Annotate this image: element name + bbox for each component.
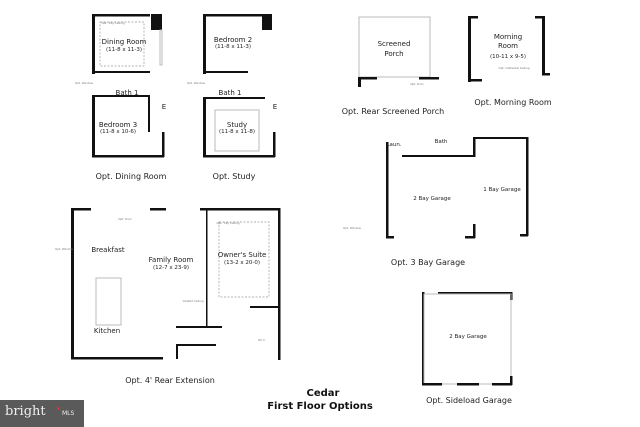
caption-opt-3-bay-garage: Opt. 3 Bay Garage: [391, 258, 465, 267]
watermark-suffix: MLS: [62, 410, 75, 417]
watermark-dot-icon: [57, 407, 60, 410]
watermark-logo: bright MLS: [0, 400, 84, 427]
morning-room-label-1: Morning: [494, 33, 522, 41]
caption-opt-rear-screened-porch: Opt. Rear Screened Porch: [342, 107, 445, 116]
window-label: Opt. Window: [75, 81, 94, 85]
morning-room-dim: (10-11 x 9-5): [490, 54, 526, 60]
two-bay-garage-label: 2 Bay Garage: [413, 196, 451, 202]
breakfast-label: Breakfast: [91, 246, 125, 254]
bedroom-3-label: Bedroom 3: [99, 121, 137, 129]
caption-opt-morning-room: Opt. Morning Room: [474, 98, 552, 107]
study-label: Study: [227, 121, 247, 129]
kitchen-label: Kitchen: [94, 327, 120, 335]
plan-opt-morning-room: Morning Room (10-11 x 9-5) Opt. Cathedra…: [468, 16, 552, 107]
elevation-marker: E: [273, 103, 277, 111]
family-room-dim: (12-7 x 23-9): [153, 265, 189, 271]
door-label: Opt. Door: [410, 82, 424, 86]
caption-opt-4-rear-extension: Opt. 4' Rear Extension: [125, 376, 215, 385]
bath-label: Bath 1: [116, 89, 139, 97]
window-label: Opt. Window: [55, 247, 74, 251]
vaulted-ceiling-label: Vaulted Ceiling: [183, 299, 204, 303]
caption-opt-dining-room: Opt. Dining Room: [96, 172, 167, 181]
study-dim: (11-8 x 11-8): [219, 129, 255, 135]
plan-opt-sideload-garage: 2 Bay Garage Opt. Sideload Garage: [422, 292, 513, 405]
window-label: Opt. Window: [187, 81, 206, 85]
plan-opt-study: Bedroom 2 (11-8 x 11-3) Bath 1 Study (11…: [187, 14, 277, 181]
wic-label: W.I.C.: [258, 338, 266, 342]
family-room-label: Family Room: [149, 256, 194, 264]
cathedral-ceiling-label: Opt. Cathedral Ceiling: [499, 66, 530, 70]
morning-room-label-2: Room: [498, 42, 518, 50]
tray-ceiling-label: Opt. Tray Ceiling: [216, 221, 239, 225]
plan-opt-dining-room: Opt. Tray Ceiling Dining Room (11-8 x 11…: [75, 14, 167, 181]
owners-suite-label: Owner's Suite: [218, 251, 267, 259]
plan-opt-3-bay-garage: Laun. Bath 2 Bay Garage 1 Bay Garage Opt…: [343, 137, 529, 267]
bedroom-2-dim: (11-8 x 11-3): [215, 44, 251, 50]
watermark-text: bright: [5, 404, 46, 419]
tray-ceiling-label: Opt. Tray Ceiling: [101, 21, 124, 25]
laundry-label: Laun.: [386, 142, 401, 148]
dining-room-dim: (11-8 x 11-3): [106, 47, 142, 53]
bath-label: Bath 1: [219, 89, 242, 97]
plan-opt-rear-screened-porch: Screened Porch Opt. Door Opt. Rear Scree…: [342, 16, 445, 116]
elevation-marker: E: [162, 103, 166, 111]
bedroom-3-dim: (11-8 x 10-6): [100, 129, 136, 135]
door-label: Opt. Door: [118, 217, 132, 221]
owners-suite-dim: (13-2 x 20-0): [224, 260, 260, 266]
title-line-2: First Floor Options: [267, 401, 373, 412]
bedroom-2-label: Bedroom 2: [214, 36, 252, 44]
porch-label-1: Screened: [378, 40, 411, 48]
caption-opt-sideload-garage: Opt. Sideload Garage: [426, 396, 512, 405]
title-line-1: Cedar: [307, 388, 340, 399]
bath-label: Bath: [435, 139, 448, 145]
caption-opt-study: Opt. Study: [213, 172, 256, 181]
dining-room-label: Dining Room: [102, 38, 147, 46]
window-label: Opt. Window: [343, 226, 362, 230]
plan-opt-4-rear-extension: Opt. Door Opt. Tray Ceiling Opt. Window …: [55, 208, 281, 385]
porch-label-2: Porch: [384, 50, 403, 58]
one-bay-garage-label: 1 Bay Garage: [483, 187, 521, 193]
two-bay-garage-label: 2 Bay Garage: [449, 334, 487, 340]
